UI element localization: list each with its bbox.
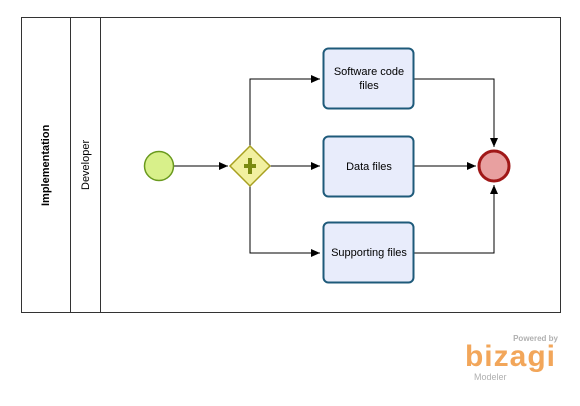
task-supporting-files[interactable] <box>322 221 415 284</box>
lane-label: Developer <box>80 139 92 191</box>
powered-by-text: Powered by <box>513 334 558 343</box>
flow-supporting-to-end <box>414 185 498 254</box>
bizagi-logo: Powered by bizagi Modeler <box>464 334 558 384</box>
task-data-files[interactable] <box>322 135 415 198</box>
flow-gateway-to-software <box>249 75 320 146</box>
flow-software-to-end <box>414 78 498 147</box>
task-label-supporting: Supporting files <box>331 247 407 259</box>
bizagi-wordmark: bizagi <box>464 340 556 373</box>
modeler-text: Modeler <box>474 372 507 382</box>
flow-gateway-to-supporting <box>249 186 320 257</box>
gateway-plus-icon <box>244 158 256 174</box>
end-event[interactable] <box>477 149 511 183</box>
start-event[interactable] <box>143 150 175 182</box>
pool-label: Implementation <box>40 124 52 206</box>
task-software-code-files[interactable] <box>322 47 415 110</box>
task-label-software: Software code files <box>333 66 405 92</box>
task-label-data: Data files <box>346 161 392 173</box>
